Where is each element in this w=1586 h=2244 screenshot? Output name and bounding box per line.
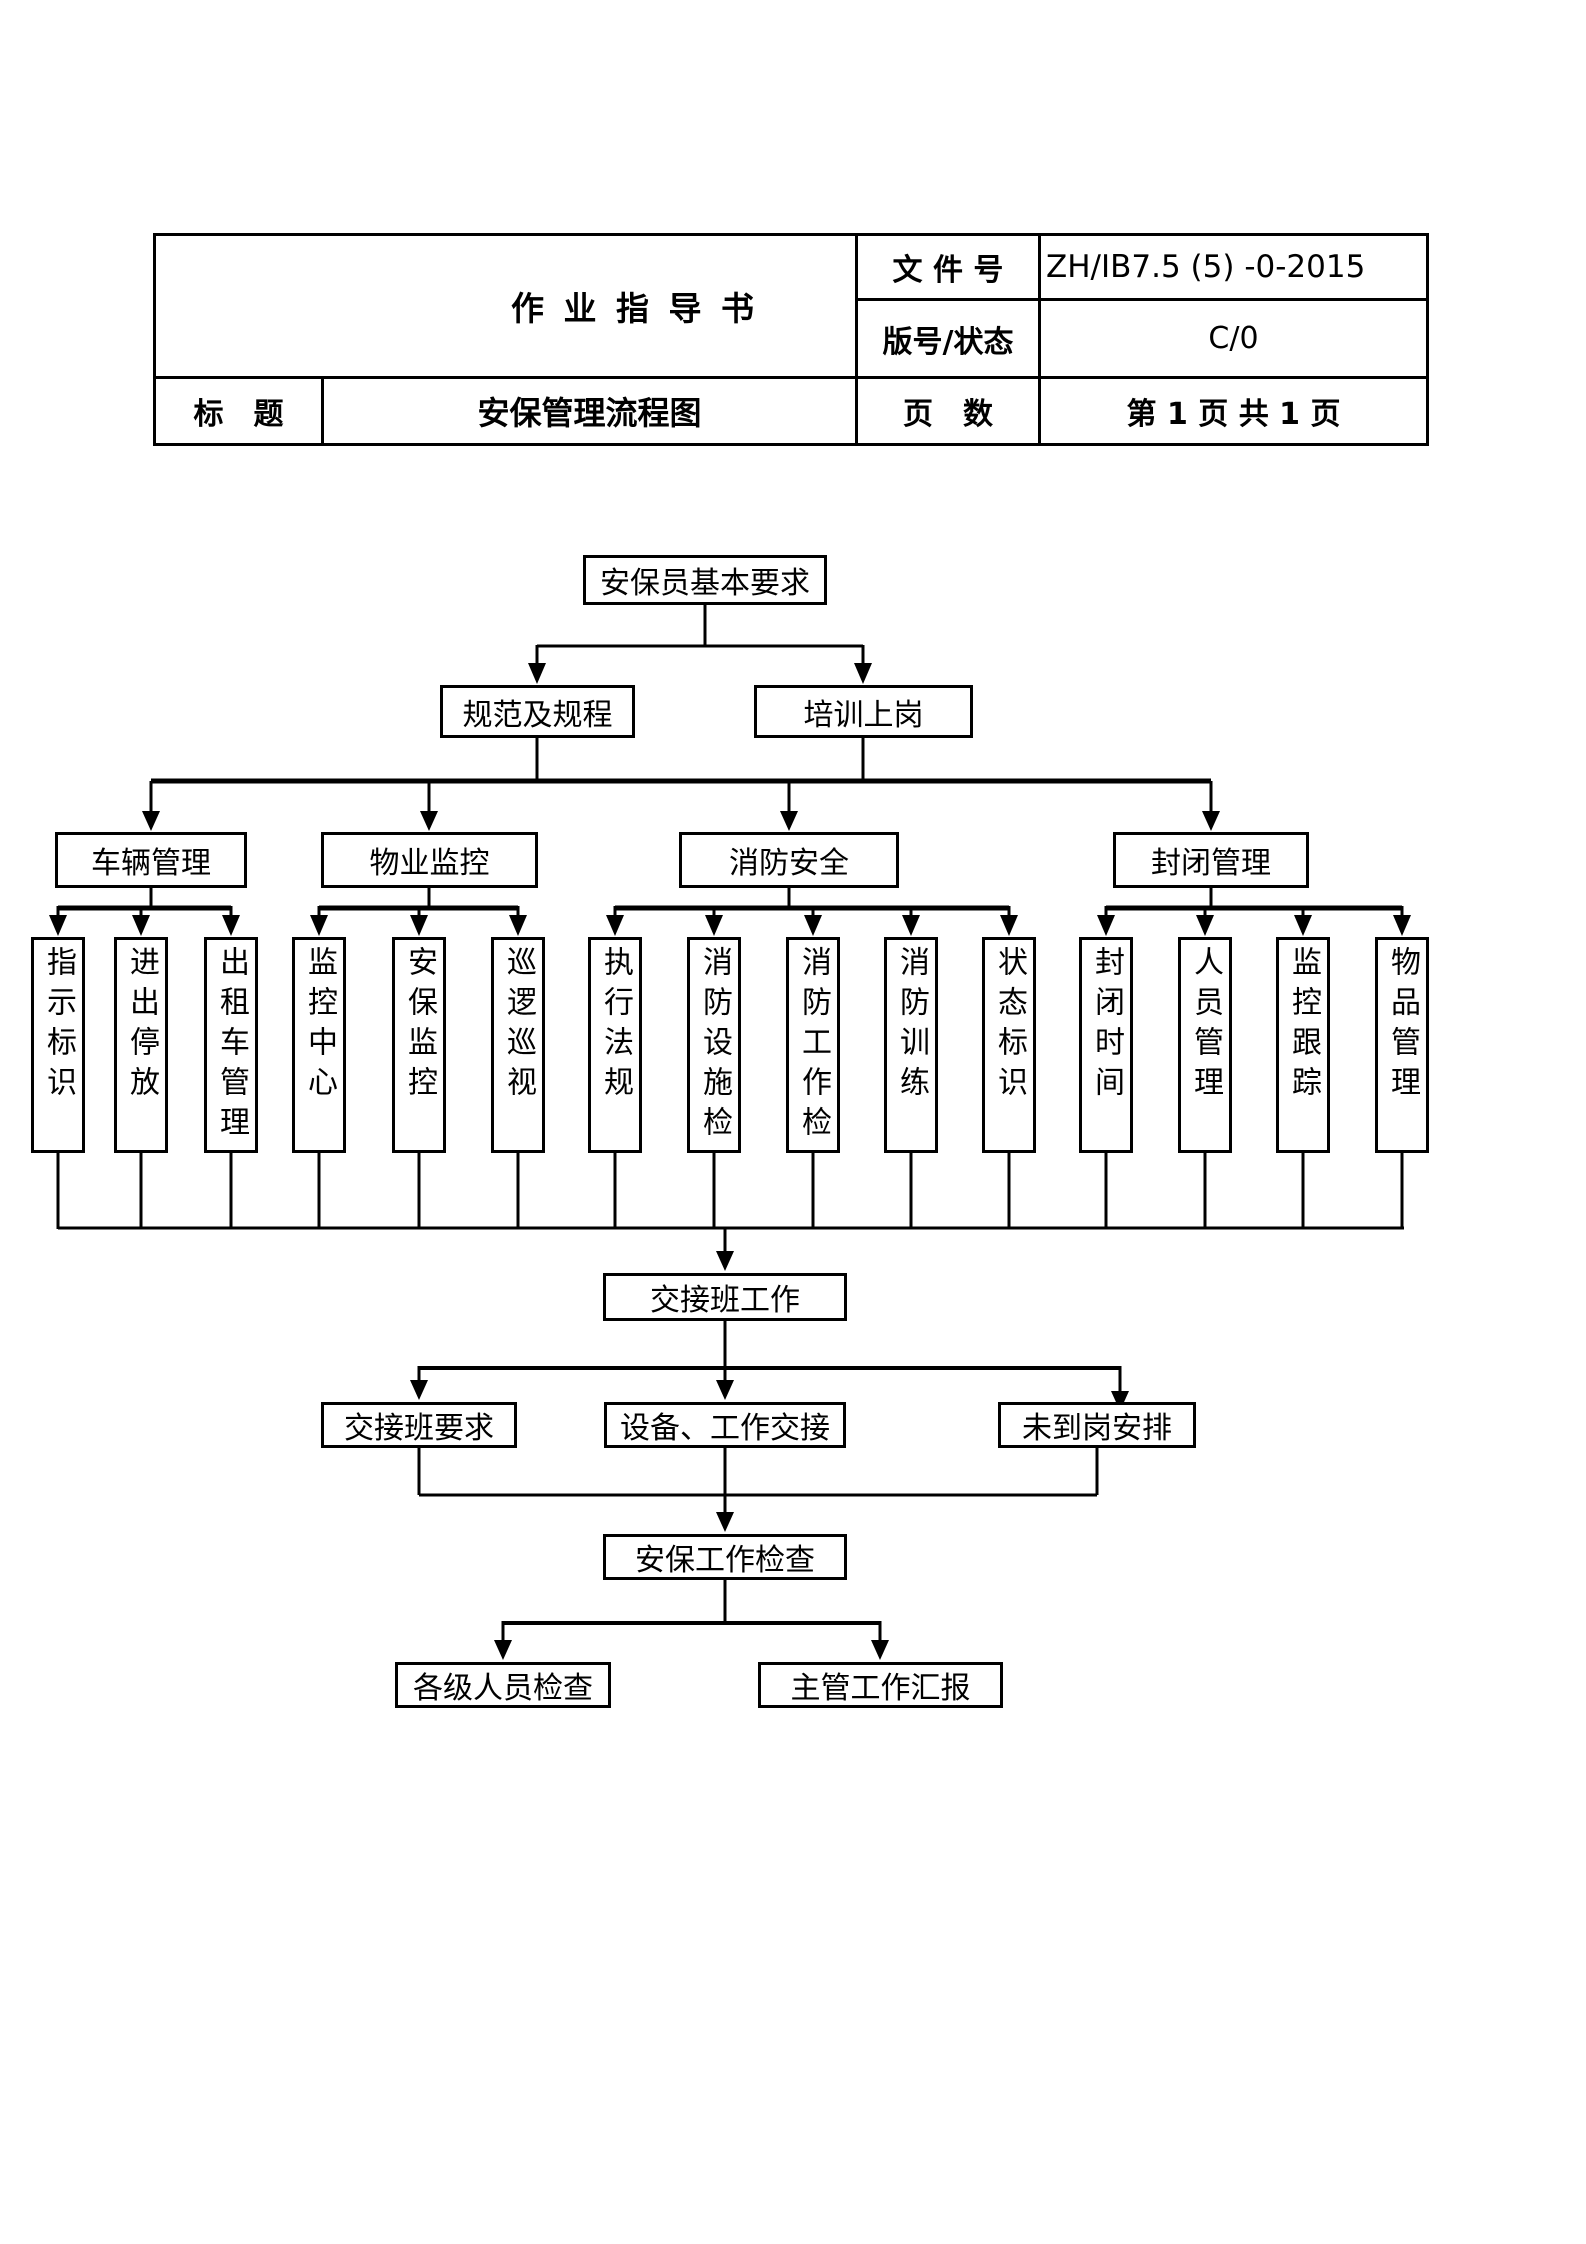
node-label: 安保监控 — [402, 946, 437, 1106]
title-label: 标 题 — [156, 379, 324, 443]
version-value: C/0 — [1041, 301, 1426, 379]
connector-lines — [56, 605, 1404, 1641]
node-monitoring-center: 监控中心 — [292, 937, 346, 1153]
pages-label: 页 数 — [858, 379, 1041, 443]
node-security-guard-basic-requirements: 安保员基本要求 — [583, 555, 827, 605]
node-fire-work-check: 消防工作检 — [786, 937, 840, 1153]
node-law-enforcement: 执行法规 — [588, 937, 642, 1153]
node-vehicle-management: 车辆管理 — [55, 832, 247, 888]
node-handover-requirements: 交接班要求 — [321, 1402, 517, 1448]
node-fire-facility-check: 消防设施检 — [687, 937, 741, 1153]
node-label: 指示标识 — [41, 946, 76, 1106]
node-absence-arrangement: 未到岗安排 — [998, 1402, 1196, 1448]
node-monitoring-tracking: 监控跟踪 — [1276, 937, 1330, 1153]
node-label: 监控跟踪 — [1286, 946, 1321, 1106]
node-fire-training: 消防训练 — [884, 937, 938, 1153]
node-equipment-work-handover: 设备、工作交接 — [604, 1402, 846, 1448]
node-entry-exit-parking: 进出停放 — [114, 937, 168, 1153]
node-security-monitoring: 安保监控 — [392, 937, 446, 1153]
node-label: 监控中心 — [302, 946, 337, 1106]
doc-no-label: 文 件 号 — [858, 236, 1041, 301]
node-label: 执行法规 — [598, 946, 633, 1106]
node-label: 消防训练 — [894, 946, 929, 1106]
node-label: 进出停放 — [124, 946, 159, 1106]
doc-type-cell: 作 业 指 导 书 — [156, 236, 858, 379]
node-closed-management: 封闭管理 — [1113, 832, 1309, 888]
node-label: 物品管理 — [1385, 946, 1420, 1106]
node-sign-markings: 指示标识 — [31, 937, 85, 1153]
node-shift-handover: 交接班工作 — [603, 1273, 847, 1321]
split-lines — [419, 1366, 1120, 1625]
bus-lines — [58, 778, 1402, 911]
arrowheads — [49, 663, 1411, 1660]
node-patrol-inspection: 巡逻巡视 — [491, 937, 545, 1153]
pages-value: 第 1 页 共 1 页 — [1126, 397, 1341, 432]
node-goods-management: 物品管理 — [1375, 937, 1429, 1153]
node-personnel-management: 人员管理 — [1178, 937, 1232, 1153]
node-standards-procedures: 规范及规程 — [440, 685, 635, 738]
doc-no-value: ZH/IB7.5 (5) -0-2015 — [1041, 236, 1426, 301]
node-label: 出租车管理 — [214, 946, 249, 1146]
node-property-monitoring: 物业监控 — [321, 832, 538, 888]
node-label: 消防工作检 — [796, 946, 831, 1146]
node-label: 消防设施检 — [697, 946, 732, 1146]
node-label: 封闭时间 — [1089, 946, 1124, 1106]
node-status-signs: 状态标识 — [982, 937, 1036, 1153]
node-label: 人员管理 — [1188, 946, 1223, 1106]
node-label: 巡逻巡视 — [501, 946, 536, 1106]
node-training-onboarding: 培训上岗 — [754, 685, 973, 738]
node-security-work-inspection: 安保工作检查 — [603, 1534, 847, 1580]
node-closure-time: 封闭时间 — [1079, 937, 1133, 1153]
version-label: 版号/状态 — [858, 301, 1041, 379]
node-all-levels-personnel-inspection: 各级人员检查 — [395, 1662, 611, 1708]
node-supervisor-work-report: 主管工作汇报 — [758, 1662, 1003, 1708]
title-value: 安保管理流程图 — [324, 379, 858, 443]
document-header-table: 作 业 指 导 书 文 件 号 ZH/IB7.5 (5) -0-2015 版号/… — [153, 233, 1429, 446]
node-fire-safety: 消防安全 — [679, 832, 899, 888]
node-label: 状态标识 — [992, 946, 1027, 1106]
node-taxi-management: 出租车管理 — [204, 937, 258, 1153]
